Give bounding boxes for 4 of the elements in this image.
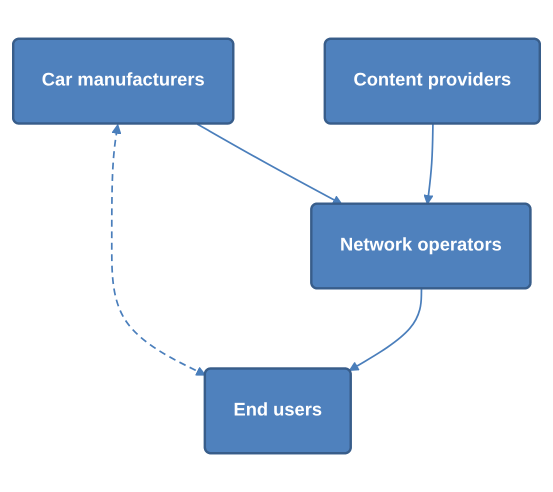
arrow bbox=[110, 124, 206, 376]
arrow bbox=[423, 124, 434, 205]
arrow bbox=[348, 288, 422, 371]
arrow bbox=[196, 123, 342, 205]
